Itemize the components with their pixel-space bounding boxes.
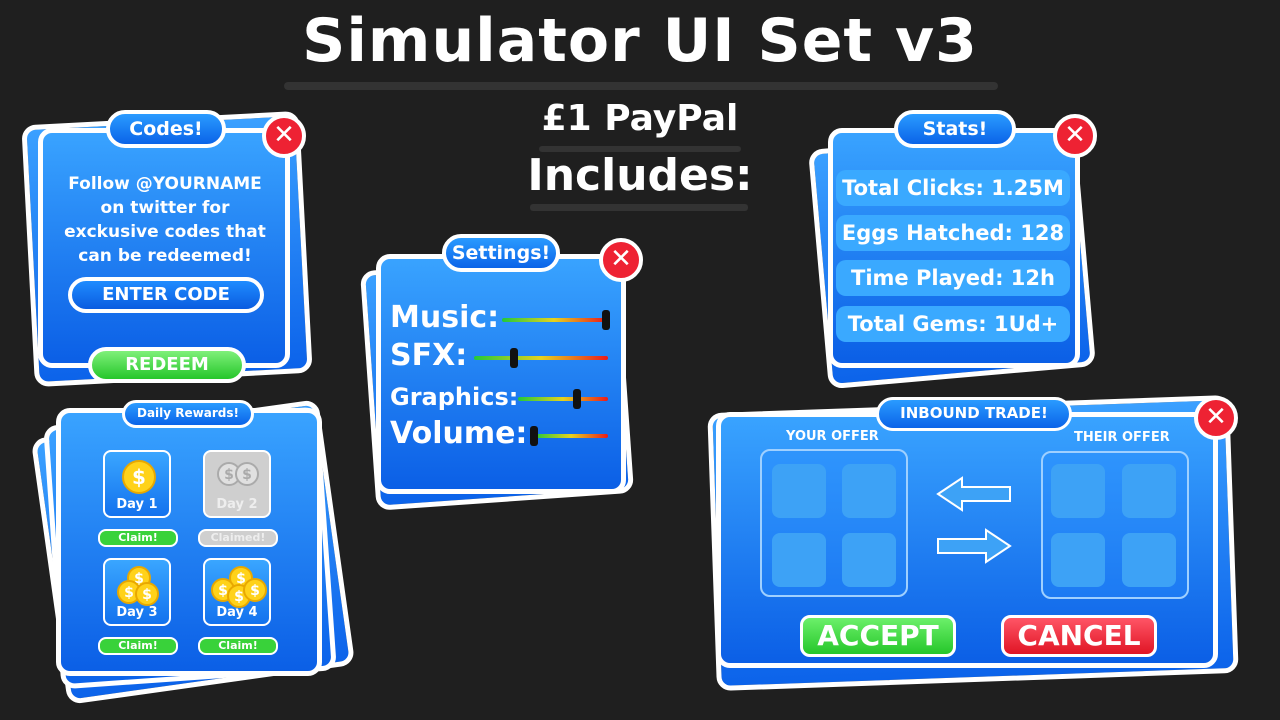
daily-rewards-title: Daily Rewards! [122, 400, 254, 428]
enter-code-input[interactable]: ENTER CODE [68, 277, 264, 313]
settings-panel-front [376, 254, 626, 494]
stats-panel-title: Stats! [894, 110, 1016, 148]
includes-label: Includes: [527, 150, 753, 201]
day-2-claimed-button: Claimed! [198, 529, 278, 547]
their-offer-label: THEIR OFFER [1074, 430, 1170, 445]
accept-button[interactable]: ACCEPT [800, 615, 956, 657]
day-3-card[interactable]: $ $ $ Day 3 [103, 558, 171, 626]
codes-close-button[interactable]: ✕ [262, 114, 306, 158]
coin-icon: $ [243, 578, 267, 602]
music-label: Music: [390, 300, 500, 335]
redeem-button[interactable]: REDEEM [88, 347, 246, 383]
cancel-button[interactable]: CANCEL [1001, 615, 1157, 657]
day-4-claim-button[interactable]: Claim! [198, 637, 278, 655]
arrow-right-icon [937, 528, 1012, 564]
graphics-slider-knob[interactable] [572, 389, 581, 409]
volume-label: Volume: [390, 416, 528, 451]
includes-underline [530, 204, 748, 211]
graphics-slider[interactable] [518, 397, 608, 401]
music-slider-knob[interactable] [602, 310, 610, 330]
day-1-claim-button[interactable]: Claim! [98, 529, 178, 547]
stat-total-gems: Total Gems: 1Ud+ [836, 306, 1070, 342]
their-offer-slot[interactable] [1122, 464, 1176, 518]
day-label: Day 2 [216, 497, 258, 512]
daily-rewards-front [56, 408, 322, 676]
your-offer-slot[interactable] [842, 464, 896, 518]
codes-message: Follow @YOURNAME on twitter for exckusiv… [64, 174, 266, 266]
price-underline [539, 146, 741, 152]
sfx-label: SFX: [390, 338, 468, 373]
coin-icon: $ [135, 582, 159, 606]
trade-close-button[interactable]: ✕ [1194, 396, 1238, 440]
day-4-card[interactable]: $ $ $ $ Day 4 [203, 558, 271, 626]
your-offer-label: YOUR OFFER [786, 429, 879, 444]
their-offer-slot[interactable] [1051, 533, 1105, 587]
graphics-label: Graphics: [390, 383, 519, 411]
trade-panel-title: INBOUND TRADE! [876, 397, 1072, 431]
price-label: £1 PayPal [541, 98, 739, 139]
settings-panel-title: Settings! [442, 234, 560, 272]
day-label: Day 4 [216, 605, 258, 620]
arrow-left-icon [936, 476, 1011, 512]
title-underline [284, 82, 998, 90]
codes-panel-title: Codes! [106, 110, 226, 148]
sfx-slider-knob[interactable] [510, 348, 519, 368]
their-offer-slot[interactable] [1122, 533, 1176, 587]
your-offer-slot[interactable] [772, 464, 826, 518]
stat-eggs-hatched: Eggs Hatched: 128 [836, 215, 1070, 251]
your-offer-grid [760, 449, 908, 597]
settings-close-button[interactable]: ✕ [599, 238, 643, 282]
their-offer-grid [1041, 451, 1189, 599]
stat-total-clicks: Total Clicks: 1.25M [836, 170, 1070, 206]
sfx-slider[interactable] [474, 356, 608, 360]
volume-slider[interactable] [534, 434, 608, 438]
music-slider[interactable] [502, 318, 606, 322]
day-3-claim-button[interactable]: Claim! [98, 637, 178, 655]
their-offer-slot[interactable] [1051, 464, 1105, 518]
volume-slider-knob[interactable] [530, 426, 538, 446]
stat-time-played: Time Played: 12h [836, 260, 1070, 296]
page-title: Simulator UI Set v3 [302, 6, 978, 76]
day-label: Day 3 [116, 605, 158, 620]
your-offer-slot[interactable] [842, 533, 896, 587]
your-offer-slot[interactable] [772, 533, 826, 587]
stats-close-button[interactable]: ✕ [1053, 114, 1097, 158]
coin-icon: $ [122, 460, 156, 494]
day-2-card: $ $ Day 2 [203, 450, 271, 518]
coin-icon: $ [235, 462, 259, 486]
day-1-card[interactable]: $ Day 1 [103, 450, 171, 518]
day-label: Day 1 [116, 497, 158, 512]
